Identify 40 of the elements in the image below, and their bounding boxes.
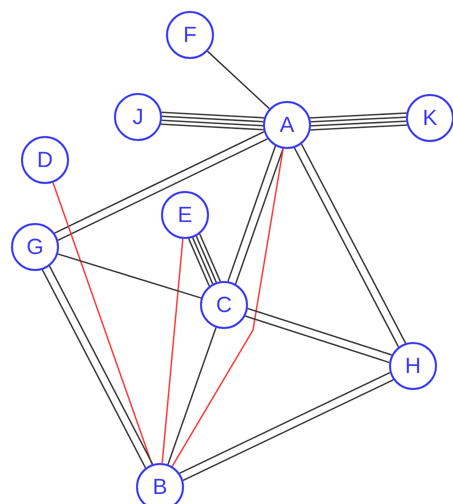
connector-line [207, 50, 270, 110]
vertex-circle: F [166, 11, 214, 59]
connector-line [58, 253, 202, 299]
connector-line [294, 147, 400, 348]
vertex-circle: J [114, 93, 162, 141]
connector-line [160, 124, 264, 130]
connector-line [188, 238, 210, 286]
vertex-circle: E [161, 191, 209, 239]
connector-line [162, 120, 264, 126]
connector-line [192, 237, 214, 284]
vertex-circle: C [200, 281, 248, 329]
connector-line [48, 266, 154, 465]
connector-line [247, 308, 392, 356]
vertex-circle: A [263, 101, 311, 149]
vertex-circle: H [389, 342, 437, 390]
connector-line [227, 146, 276, 282]
connector-line [42, 269, 146, 468]
connector-line [58, 138, 268, 241]
connector-line [54, 131, 264, 234]
connector-line [167, 327, 217, 465]
connector-line [172, 148, 284, 467]
connector-line [162, 116, 264, 122]
connector-line [310, 116, 406, 122]
connector-line [196, 236, 217, 283]
vertex-circle: G [11, 223, 59, 271]
connector-line [300, 144, 406, 344]
connector-line [310, 112, 407, 119]
connector-line [161, 112, 264, 118]
connector-line [310, 120, 406, 126]
vertex-circle: K [406, 94, 453, 142]
connector-line [199, 234, 221, 282]
vertex-circle: D [21, 136, 69, 184]
connector-line [310, 124, 408, 131]
connector-line [182, 379, 394, 482]
connector-line [52, 182, 153, 465]
connector-line [162, 238, 184, 464]
connector-line [245, 315, 390, 364]
connector-line [234, 148, 284, 284]
connector-line [179, 372, 390, 474]
vertex-circle: B [136, 463, 184, 504]
